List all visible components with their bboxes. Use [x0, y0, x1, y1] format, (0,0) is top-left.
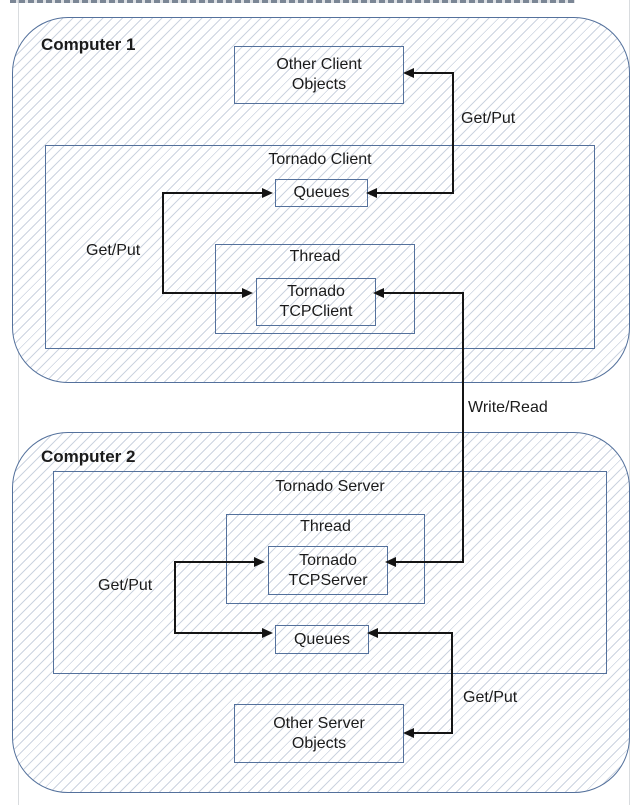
server-queues-label: Queues: [293, 630, 351, 648]
arrowhead-into-other-client-objects: [403, 68, 414, 78]
client-queues-box: Queues: [275, 179, 368, 207]
arrowhead-into-other-server-objects: [403, 728, 414, 738]
tcpserver-line2: TCPServer: [288, 571, 368, 589]
arrowhead-into-server-queues-left: [262, 628, 273, 638]
connector-c-seg1: [382, 292, 464, 294]
connector-c-seg2: [462, 292, 464, 563]
tornado-tcpserver-box: Tornado TCPServer: [268, 546, 388, 595]
tornado-client-title: Tornado Client: [268, 151, 372, 168]
get-put-label-top-right: Get/Put: [461, 110, 516, 127]
arrowhead-into-tcpclient-left: [242, 288, 253, 298]
tcpserver-line1: Tornado: [299, 551, 357, 569]
connector-e-seg3: [413, 732, 453, 734]
connector-a-seg1: [412, 72, 454, 74]
connector-c-seg3: [394, 561, 464, 563]
tornado-server-box: Tornado Server Thread Tornado TCPServer …: [53, 471, 607, 674]
connector-b-seg1: [162, 192, 262, 194]
tornado-server-title: Tornado Server: [275, 478, 385, 495]
computer2-container: Computer 2 Tornado Server Thread Tornado…: [12, 432, 630, 793]
arrowhead-into-client-queues-left: [262, 188, 273, 198]
connector-e-seg2: [451, 632, 453, 734]
get-put-label-bottom-right: Get/Put: [463, 689, 518, 706]
page-margin-guide-right: [629, 0, 630, 805]
connector-b-seg2: [162, 192, 164, 294]
server-thread-title: Thread: [300, 518, 351, 535]
tcpclient-line2: TCPClient: [279, 303, 353, 320]
connector-a-seg3: [375, 192, 454, 194]
client-thread-box: Thread Tornado TCPClient: [215, 244, 415, 334]
client-thread-title: Thread: [289, 248, 341, 265]
connector-d-seg3: [174, 632, 262, 634]
connector-d-seg1: [175, 561, 254, 563]
page-break-dashed-line: [10, 0, 575, 3]
arrowhead-into-tcpserver-left: [254, 557, 265, 567]
computer2-label: Computer 2: [41, 447, 136, 466]
other-client-objects-line1: Other Client: [276, 56, 362, 73]
other-client-objects-line2: Objects: [291, 76, 347, 93]
connector-b-seg3: [162, 292, 242, 294]
connector-a-seg2: [452, 72, 454, 194]
get-put-label-server-left: Get/Put: [98, 577, 153, 594]
page-margin-guide-left: [18, 0, 19, 805]
server-thread-box: Thread Tornado TCPServer: [226, 514, 425, 604]
client-queues-label: Queues: [293, 184, 350, 201]
connector-e-seg1: [376, 632, 453, 634]
write-read-label: Write/Read: [468, 399, 548, 416]
arrowhead-into-client-queues-right: [366, 188, 377, 198]
tcpclient-line1: Tornado: [287, 283, 345, 300]
other-client-objects-box: Other Client Objects: [234, 46, 404, 104]
tornado-client-box: Tornado Client Queues Thread Tornado TCP…: [45, 145, 595, 349]
connector-d-seg2: [174, 561, 176, 634]
get-put-label-client-left: Get/Put: [86, 242, 141, 259]
arrowhead-into-tcpserver-right: [385, 557, 396, 567]
other-server-objects-line1: Other Server: [273, 714, 365, 732]
other-server-objects-box: Other Server Objects: [234, 704, 404, 763]
tornado-tcpclient-box: Tornado TCPClient: [256, 278, 376, 326]
arrowhead-into-server-queues-right: [367, 628, 378, 638]
computer1-label: Computer 1: [41, 35, 136, 54]
arrowhead-into-tcpclient-right: [373, 288, 384, 298]
computer1-container: Computer 1 Other Client Objects Tornado …: [12, 17, 630, 383]
server-queues-box: Queues: [275, 625, 369, 654]
other-server-objects-line2: Objects: [291, 734, 347, 752]
